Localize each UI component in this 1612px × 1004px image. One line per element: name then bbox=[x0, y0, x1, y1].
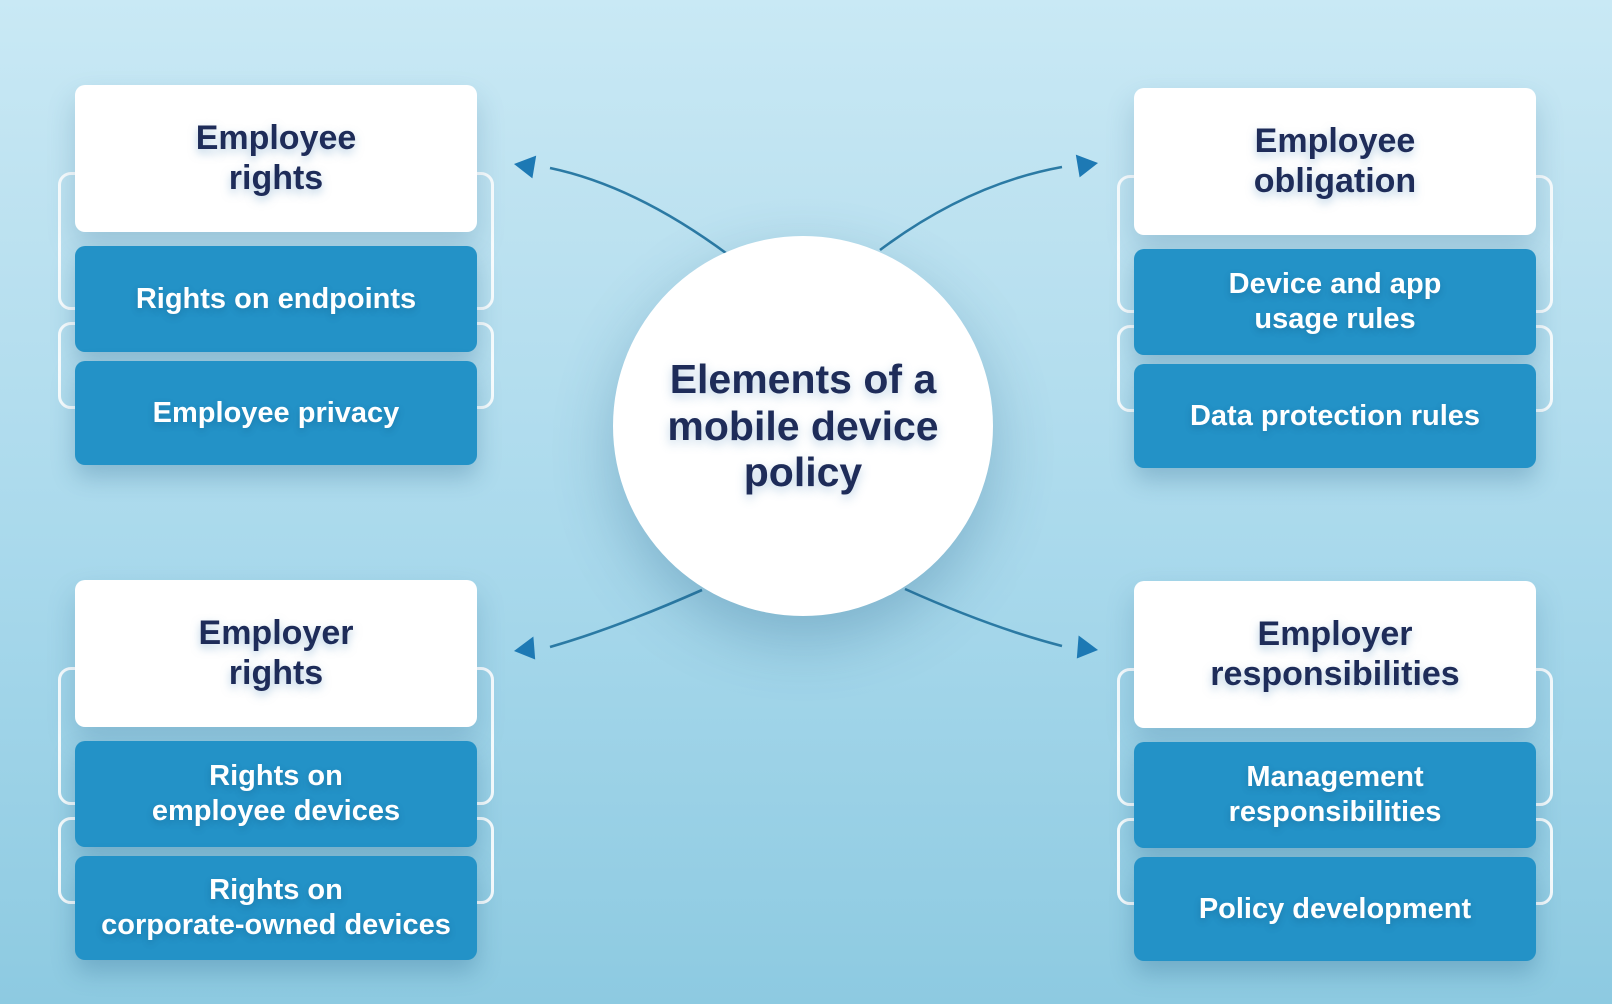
group-title-card: Employer responsibilities bbox=[1134, 581, 1536, 728]
item-card: Management responsibilities bbox=[1134, 742, 1536, 848]
group-title-card: Employee obligation bbox=[1134, 88, 1536, 235]
item-card: Rights on employee devices bbox=[75, 741, 477, 847]
central-node: Elements of a mobile device policy bbox=[613, 236, 993, 616]
group-title: Employee obligation bbox=[1253, 121, 1417, 200]
item-label: Device and app usage rules bbox=[1228, 268, 1442, 335]
item-card: Rights on corporate-owned devices bbox=[75, 856, 477, 960]
group-employee-rights: Employee rights Rights on endpoints Empl… bbox=[58, 85, 494, 467]
group-title-card: Employee rights bbox=[75, 85, 477, 232]
connector-bottom-right bbox=[904, 587, 1063, 648]
connector-top-right bbox=[879, 165, 1063, 252]
item-card: Employee privacy bbox=[75, 361, 477, 465]
group-employer-responsibilities: Employer responsibilities Management res… bbox=[1117, 581, 1553, 963]
arrowhead-top-left-icon bbox=[514, 155, 537, 179]
item-label: Management responsibilities bbox=[1228, 761, 1442, 828]
arrowhead-top-right-icon bbox=[1075, 154, 1098, 178]
item-card: Policy development bbox=[1134, 857, 1536, 961]
item-label: Policy development bbox=[1198, 892, 1472, 925]
arrowhead-bottom-left-icon bbox=[514, 636, 536, 660]
connector-top-left bbox=[549, 166, 731, 258]
item-label: Employee privacy bbox=[152, 396, 400, 429]
arrowhead-bottom-right-icon bbox=[1076, 635, 1098, 659]
item-card: Data protection rules bbox=[1134, 364, 1536, 468]
item-card: Device and app usage rules bbox=[1134, 249, 1536, 355]
item-label: Rights on endpoints bbox=[135, 282, 417, 315]
group-title-card: Employer rights bbox=[75, 580, 477, 727]
item-label: Rights on employee devices bbox=[151, 760, 401, 827]
item-label: Rights on corporate-owned devices bbox=[101, 874, 451, 941]
group-employee-obligation: Employee obligation Device and app usage… bbox=[1117, 88, 1553, 470]
item-label: Data protection rules bbox=[1189, 399, 1481, 432]
diagram-title: Elements of a mobile device policy bbox=[667, 355, 939, 496]
connector-bottom-left bbox=[549, 588, 703, 649]
group-title: Employer rights bbox=[198, 613, 354, 692]
group-title: Employer responsibilities bbox=[1210, 614, 1460, 693]
group-title: Employee rights bbox=[195, 118, 357, 197]
group-employer-rights: Employer rights Rights on employee devic… bbox=[58, 580, 494, 962]
item-card: Rights on endpoints bbox=[75, 246, 477, 352]
